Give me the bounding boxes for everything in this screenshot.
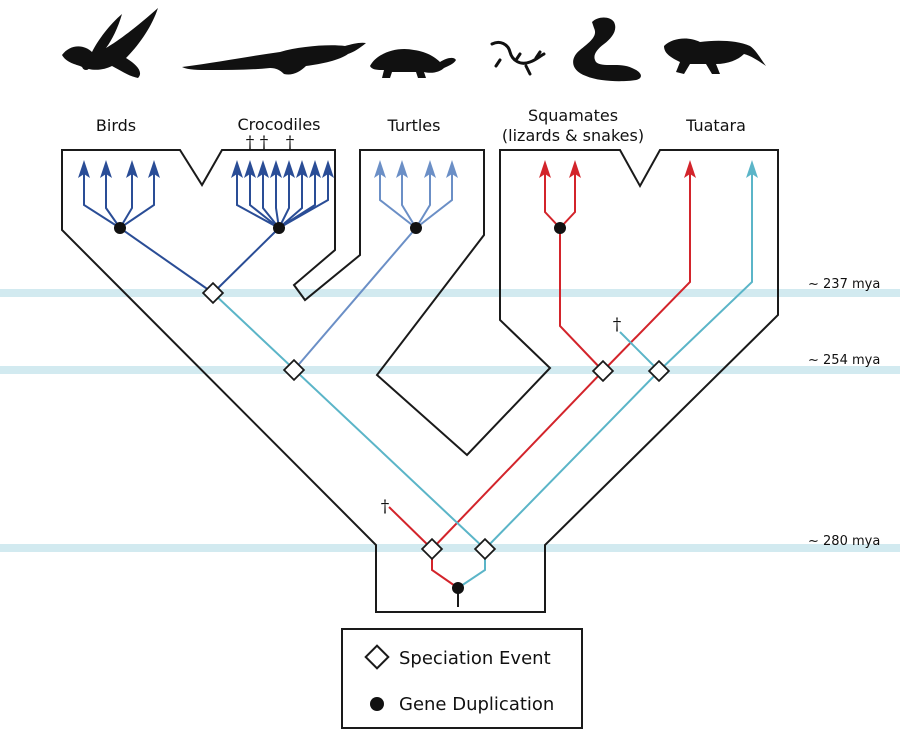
arrowhead-croc-8 (322, 160, 334, 178)
arrowhead-croc-2 (244, 160, 256, 178)
branch-cyan-main (484, 370, 660, 550)
arrowhead-tuatara-red (684, 160, 696, 178)
extinct-marker-croc-3: † (286, 133, 295, 153)
branch-croc-stem (212, 227, 280, 294)
duplication-node-squamates (554, 222, 566, 234)
tuatara-silhouette-icon (664, 38, 766, 74)
branch-red-squamates (559, 228, 604, 372)
duplication-node-root (452, 582, 464, 594)
clade-label-turtles: Turtles (387, 116, 441, 135)
arrowhead-croc-5 (283, 160, 295, 178)
duplication-node-birds (114, 222, 126, 234)
branch-cyan-squamate-extinct (619, 331, 660, 372)
arrowhead-croc-4 (270, 160, 282, 178)
speciation-nodes (201, 281, 671, 561)
branch-turtle-stem (293, 227, 417, 371)
time-label-254: ~ 254 mya (808, 353, 880, 368)
speciation-node-turtle (282, 358, 306, 382)
clade-label-crocodiles: Crocodiles (238, 115, 321, 134)
clade-label-squamates: Squamates (528, 106, 618, 125)
arrowhead-bird-2 (100, 160, 112, 178)
time-band-237 (0, 289, 900, 297)
duplication-node-turtles (410, 222, 422, 234)
crocodile-silhouette-icon (182, 42, 366, 75)
arrowhead-tuatara-cyan (746, 160, 758, 178)
duplication-nodes (114, 222, 566, 594)
legend-box (341, 628, 583, 729)
legend-speciation-icon (364, 644, 390, 670)
turtle-silhouette-icon (370, 48, 456, 78)
arrowhead-croc-7 (309, 160, 321, 178)
arrowhead-bird-4 (148, 160, 160, 178)
speciation-node-red-lepido (591, 359, 615, 383)
arrowhead-bird-3 (126, 160, 138, 178)
legend-duplication-icon (370, 697, 384, 711)
arrowhead-turtle-4 (446, 160, 458, 178)
branch-red-main (431, 370, 604, 550)
extinct-marker-red: † (381, 497, 390, 517)
lizard-silhouette-icon (490, 40, 546, 76)
branch-cyan-archosaur (212, 292, 486, 550)
branch-turtle-tips (379, 172, 453, 229)
arrowhead-turtle-2 (396, 160, 408, 178)
snake-silhouette-icon (573, 17, 641, 82)
speciation-node-cyan-lepido (647, 359, 671, 383)
branch-red-tuatara (602, 172, 691, 372)
arrowhead-squamate-1 (539, 160, 551, 178)
branch-cyan-tuatara (658, 172, 753, 372)
arrowhead-croc-6 (296, 160, 308, 178)
bird-silhouette-icon (62, 8, 158, 78)
branch-red-squamate-tips (544, 172, 576, 229)
legend-duplication-label: Gene Duplication (399, 694, 554, 715)
legend-speciation-label: Speciation Event (399, 648, 551, 669)
branch-red-extinct (388, 506, 433, 550)
arrowhead-croc-1 (231, 160, 243, 178)
branch-bird-stem (119, 227, 214, 294)
arrowheads (78, 160, 758, 178)
speciation-node-cyan-root (473, 537, 497, 561)
extinct-marker-croc-1: † (246, 133, 255, 153)
arrowhead-turtle-3 (424, 160, 436, 178)
branch-bird-tips (83, 172, 155, 229)
arrowhead-bird-1 (78, 160, 90, 178)
gene-tree-branches (83, 172, 753, 607)
time-label-237: ~ 237 mya (808, 277, 880, 292)
time-band-254 (0, 366, 900, 374)
time-label-280: ~ 280 mya (808, 534, 880, 549)
arrowhead-croc-3 (257, 160, 269, 178)
extinct-marker-croc-2: † (260, 133, 269, 153)
duplication-node-crocs (273, 222, 285, 234)
clade-label-tuatara: Tuatara (685, 116, 746, 135)
time-band-280 (0, 544, 900, 552)
extinct-marker-cyan: † (613, 315, 622, 335)
arrowhead-turtle-1 (374, 160, 386, 178)
clade-label-squamates-sub: (lizards & snakes) (502, 126, 644, 145)
speciation-node-archosaur (201, 281, 225, 305)
arrowhead-squamate-2 (569, 160, 581, 178)
speciation-node-red-root (420, 537, 444, 561)
branch-croc-tips (236, 172, 329, 229)
species-tree-outline (61, 149, 779, 613)
clade-label-birds: Birds (96, 116, 136, 135)
